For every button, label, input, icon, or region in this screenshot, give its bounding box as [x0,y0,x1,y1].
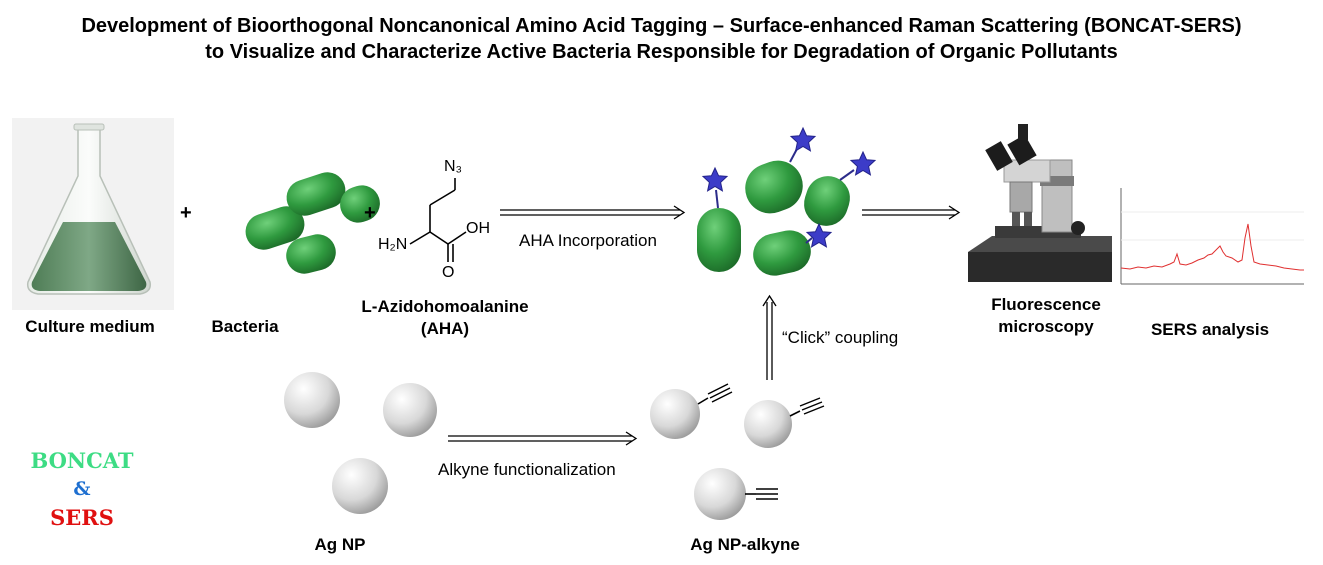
culture-medium-label: Culture medium [25,317,155,336]
arrow-click-coupling [762,294,777,380]
alkyne-functionalization-label: Alkyne functionalization [438,460,616,479]
plus-sign-1: + [180,202,192,224]
ag-nanoparticles-icon [284,372,437,514]
ag-np-alkyne-icon [650,383,825,520]
tagged-bacteria-icon [697,127,876,276]
boncat-logo-text: BONCAT [30,448,134,473]
title-line-2: to Visualize and Characterize Active Bac… [205,41,1118,63]
aha-hydroxyl-label: OH [466,220,490,237]
arrow-aha-incorporation [500,205,686,220]
bacteria-label: Bacteria [211,317,279,336]
click-coupling-label: “Click” coupling [782,328,899,347]
aha-abbrev-label: (AHA) [420,319,470,338]
aha-name-label: L-Azidohomoalanine [361,297,529,316]
bacteria-icon [245,172,380,274]
aha-molecule-structure [409,178,467,262]
ampersand-logo-text: & [73,478,91,500]
fluorescence-microscopy-label-1: Fluorescence [991,295,1101,314]
sers-spectrum-plot [1120,188,1304,285]
microscope-icon [968,124,1112,282]
plus-sign-2: + [364,202,376,224]
culture-flask-icon [12,118,174,310]
aha-carbonyl-label: O [442,264,455,281]
aha-azide-label: N₃ [444,158,463,175]
title-line-1: Development of Bioorthogonal Noncanonica… [81,15,1242,37]
ag-np-alkyne-label: Ag NP-alkyne [690,535,800,554]
sers-analysis-label: SERS analysis [1150,320,1270,339]
aha-amine-label: H₂N [378,236,408,253]
sers-logo-text: SERS [50,505,114,530]
fluorescence-microscopy-label-2: microscopy [998,317,1094,336]
aha-incorporation-label: AHA Incorporation [519,231,657,250]
arrow-alkyne-functionalization [448,431,638,446]
arrow-to-analysis [862,205,961,220]
ag-np-label: Ag NP [314,535,366,554]
